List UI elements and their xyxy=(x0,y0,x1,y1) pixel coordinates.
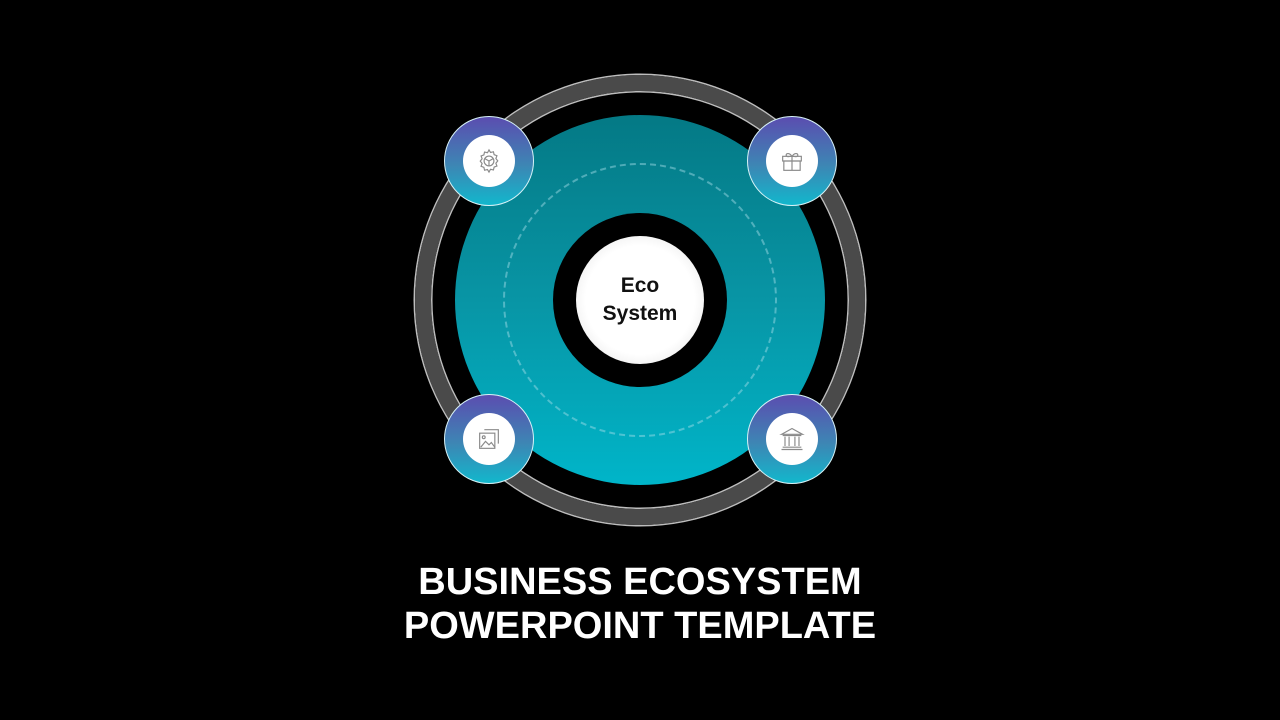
badge-bottom-right xyxy=(747,394,837,484)
badge-top-left xyxy=(444,116,534,206)
center-label-line2: System xyxy=(602,302,678,325)
badge-top-right xyxy=(747,116,837,206)
dashed-orbit xyxy=(503,163,777,437)
badge-bottom-left xyxy=(444,394,534,484)
gift-icon xyxy=(782,152,802,171)
slide-title: BUSINESS ECOSYSTEM POWERPOINT TEMPLATE xyxy=(0,560,1280,648)
image-gallery-icon xyxy=(479,429,499,449)
center-node: Eco System xyxy=(576,236,704,364)
title-line2: POWERPOINT TEMPLATE xyxy=(403,605,877,647)
center-label-line1: Eco xyxy=(620,274,660,297)
title-line1: BUSINESS ECOSYSTEM xyxy=(418,561,862,603)
bank-icon xyxy=(779,427,805,451)
gear-icon xyxy=(479,148,499,174)
